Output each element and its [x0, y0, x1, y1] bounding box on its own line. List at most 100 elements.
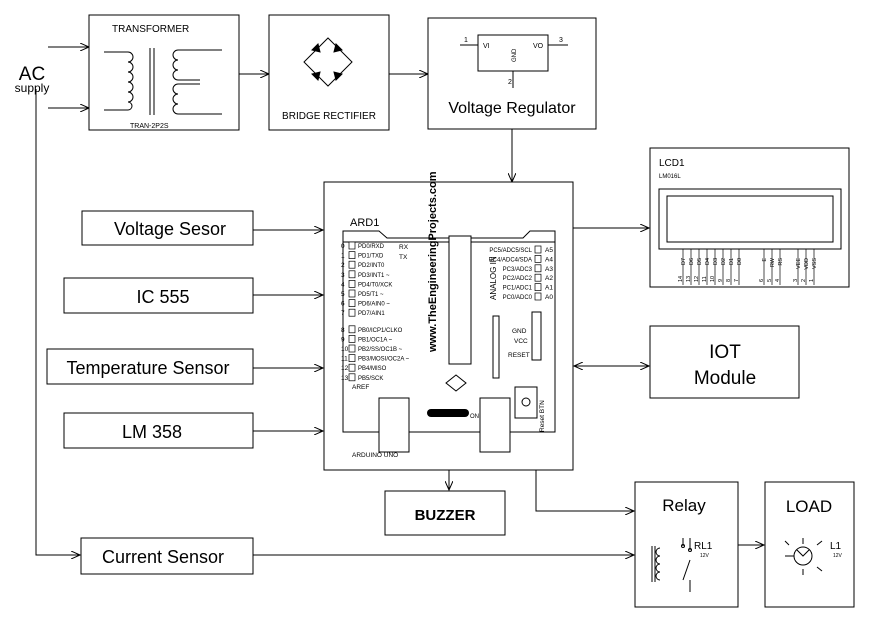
digital-pin-name: PD7/AIN1	[358, 311, 385, 317]
regulator-label: Voltage Regulator	[448, 100, 576, 117]
lcd-pin-name: D6	[689, 258, 695, 265]
digital-pin-name: PD1/TXD	[358, 254, 384, 260]
pin-gnd: GND	[512, 48, 518, 62]
pin-1: 1	[464, 37, 468, 44]
analog-pin-name: PC0/ADC0	[503, 295, 533, 301]
lcd-pin-name: VDD	[804, 258, 810, 270]
analog-pin-number: A2	[545, 275, 553, 282]
lcd-pins: D714D613D512D411D310D29D18D07E6RW5RS4VEE…	[678, 249, 818, 285]
lcd-pin-number: 5	[767, 279, 773, 282]
digital-pin-box	[348, 289, 356, 298]
digital-pin-number: 3	[341, 272, 345, 279]
lcd-pin-name: E	[762, 258, 768, 262]
analog-pin-name: PC1/ADC1	[503, 286, 533, 292]
analog-pin-number: A5	[545, 247, 553, 254]
bridge-rectifier-block: BRIDGE RECTIFIER	[268, 14, 390, 131]
digital-pin-number: 8	[341, 327, 345, 334]
analog-pin-number: A1	[545, 285, 553, 292]
lcd-pin-number: 12	[694, 276, 700, 282]
digital-pin-box	[348, 299, 356, 307]
analog-pin-box	[534, 245, 542, 254]
analog-in-label: ANALOG IN	[489, 256, 498, 300]
digital-pin-name: PD4/T0/XCK	[358, 282, 392, 288]
analog-pin-box	[534, 264, 542, 273]
analog-pin-number: A0	[545, 294, 553, 301]
lcd-pin-name: D1	[729, 258, 735, 265]
lcd-pin-number: 14	[678, 276, 684, 282]
lcd-pin-number: 1	[809, 279, 815, 282]
tx-label: TX	[399, 254, 408, 261]
digital-pin-number: 1	[341, 253, 345, 260]
lcd-pin-number: 2	[801, 279, 807, 282]
lcd-pin-name: D2	[721, 258, 727, 265]
analog-pin-name: PC5/ADC5/SCL	[489, 248, 532, 254]
digital-pin-number: 12	[341, 365, 349, 372]
usb-port	[378, 397, 410, 453]
lm358-block: LM 358	[63, 412, 254, 449]
digital-pin-box	[348, 354, 356, 362]
board-label: ARDUINO UNO	[352, 452, 398, 459]
lm358-label: LM 358	[122, 422, 182, 442]
analog-pin-box	[534, 283, 542, 291]
digital-pin-number: 0	[341, 243, 345, 250]
ac-supply: AC supply	[15, 64, 50, 95]
digital-pin-number: 10	[341, 346, 349, 353]
lcd-pin-number: 11	[702, 276, 708, 282]
digital-pin-box	[348, 373, 356, 382]
lcd-pin-name: VEE	[796, 258, 802, 269]
iot-module-block: IOT Module	[649, 325, 800, 399]
lcd-pin-name: VSS	[812, 258, 818, 269]
digital-pin-box	[348, 280, 356, 288]
chip-icon	[445, 374, 467, 392]
digital-pin-box	[348, 335, 356, 343]
lamp-icon	[784, 538, 823, 575]
voltage-sensor-label: Voltage Sesor	[114, 219, 226, 239]
arduino-ref: ARD1	[350, 217, 379, 229]
transformer-part: TRAN-2P2S	[130, 123, 169, 130]
load-title: LOAD	[786, 497, 832, 516]
voltage-regulator-block: VI VO GND 1 3 2 Voltage Regulator	[427, 17, 597, 130]
digital-pin-box	[348, 325, 356, 334]
digital-pin-number: 2	[341, 262, 345, 269]
digital-pin-box	[348, 270, 356, 279]
analog-pin-number: A4	[545, 256, 553, 263]
digital-pin-name: PB0/ICP1/CLKO	[358, 328, 403, 334]
digital-pin-name: PD6/AIN0 ~	[358, 302, 390, 308]
digital-pin-box	[348, 344, 356, 353]
analog-pin-name: PC3/ADC3	[503, 267, 533, 273]
lcd-screen	[666, 195, 834, 243]
lcd-pin-number: 7	[734, 279, 740, 282]
relay-icon	[651, 538, 692, 592]
digital-pin-number: 7	[341, 310, 345, 317]
temperature-sensor-label: Temperature Sensor	[66, 358, 229, 378]
lcd-block: LCD1 LM016L D714D613D512D411D310D29D18D0…	[649, 147, 850, 288]
iot-label: IOT	[709, 342, 741, 363]
lcd-pin-number: 6	[759, 279, 765, 282]
analog-pin-box	[534, 273, 542, 282]
lcd-pin-name: D5	[697, 258, 703, 265]
temperature-sensor-block: Temperature Sensor	[46, 348, 254, 385]
lcd-pin-number: 3	[793, 279, 799, 282]
digital-pin-name: PD5/T1 ~	[358, 292, 384, 298]
aref-label: AREF	[352, 384, 369, 391]
ic555-label: IC 555	[136, 287, 189, 307]
digital-pin-number: 5	[341, 291, 345, 298]
current-sensor-label: Current Sensor	[102, 547, 224, 567]
transformer-block: TRANSFORMER TRAN-2P2S	[88, 14, 240, 131]
analog-pin-number: A3	[545, 266, 553, 273]
digital-pin-name: PD3/INT1 ~	[358, 273, 390, 279]
lcd-pin-name: RW	[770, 257, 776, 267]
relay-block: Relay RL1 12V	[634, 481, 739, 608]
voltage-sensor-block: Voltage Sesor	[81, 210, 254, 246]
lcd-pin-number: 13	[686, 276, 692, 282]
digital-pin-number: 13	[341, 375, 349, 382]
power-jack	[479, 397, 511, 453]
analog-pin-name: PC4/ADC4/SDA	[489, 257, 532, 263]
transformer-icon	[104, 48, 222, 115]
digital-pin-box	[348, 363, 356, 372]
analog-pin-name: PC2/ADC2	[503, 276, 533, 282]
lcd-ref: LCD1	[659, 158, 685, 169]
rx-label: RX	[399, 244, 409, 251]
digital-pin-box	[348, 241, 356, 250]
